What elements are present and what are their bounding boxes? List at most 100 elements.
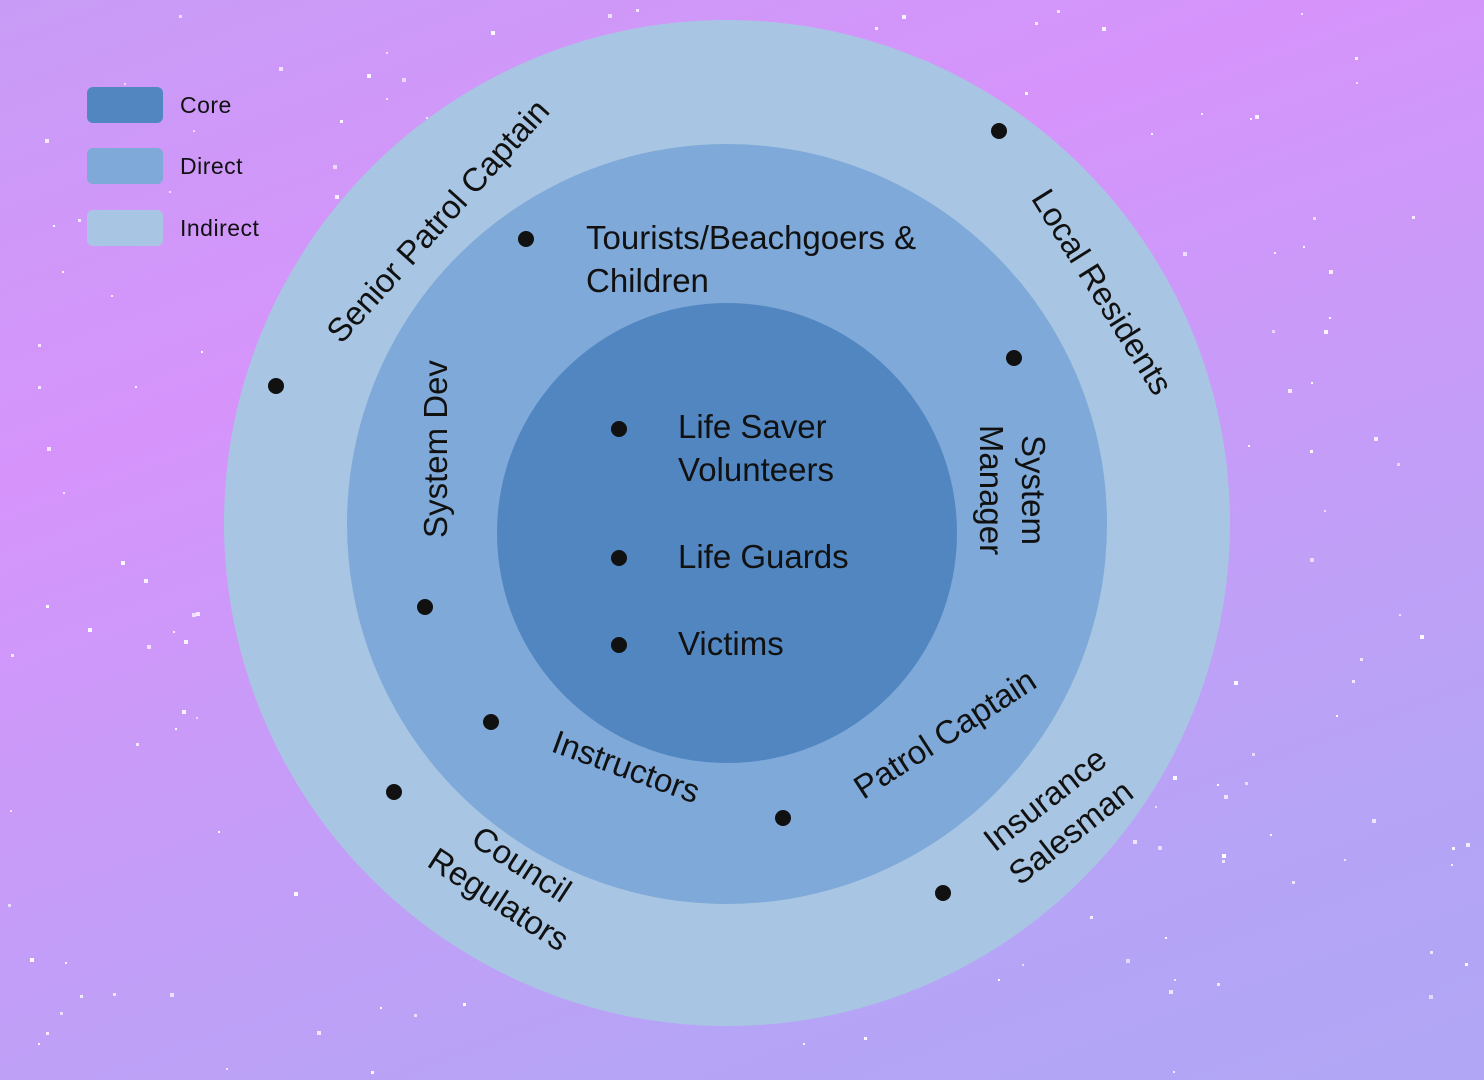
star-speck [111,295,113,297]
label-system-manager-line2: Manager [973,424,1010,556]
star-speck [201,351,203,353]
star-speck [1057,10,1060,13]
star-speck [386,98,388,100]
label-tourists-line2: Children [586,262,709,299]
star-speck [136,743,139,746]
star-speck [1248,445,1250,447]
star-speck [184,640,188,644]
star-speck [1336,715,1338,717]
legend-label-core: Core [180,92,232,118]
label-victims: Victims [678,625,784,662]
label-life-saver-line1: Life Saver [678,408,827,445]
star-speck [402,78,406,82]
star-speck [1412,216,1415,219]
star-speck [317,1031,321,1035]
star-speck [998,979,1000,981]
star-speck [1174,979,1176,981]
star-speck [53,225,55,227]
star-speck [65,962,67,964]
label-tourists-beachgoers-children: Tourists/Beachgoers & Children [586,216,916,302]
star-speck [1324,330,1328,334]
star-speck [1245,782,1248,785]
legend-swatch-indirect [87,210,163,246]
star-speck [88,628,92,632]
bullet-victims [611,637,627,653]
star-speck [1397,463,1400,466]
legend-label-direct: Direct [180,153,244,179]
star-speck [1173,776,1177,780]
star-speck [182,710,186,714]
star-speck [279,67,283,71]
star-speck [1310,450,1313,453]
star-speck [1255,115,1259,119]
star-speck [1344,859,1346,861]
star-speck [47,447,51,451]
label-life-guards: Life Guards [678,538,849,575]
star-speck [1430,951,1433,954]
star-speck [1126,959,1130,963]
star-speck [1360,658,1363,661]
star-speck [1352,680,1355,683]
star-speck [1329,270,1333,274]
star-speck [46,605,49,608]
star-speck [414,1014,417,1017]
star-speck [193,130,195,132]
star-speck [38,344,41,347]
bullet-system-manager [1006,350,1022,366]
star-speck [1292,881,1295,884]
star-speck [367,74,371,78]
label-tourists-line1: Tourists/Beachgoers & [586,219,917,256]
star-speck [1250,118,1252,120]
label-life-saver-line2: Volunteers [678,451,834,488]
star-speck [636,9,639,12]
star-speck [386,52,388,54]
bullet-system-dev [417,599,433,615]
star-speck [175,728,177,730]
star-speck [218,831,220,833]
star-speck [1217,784,1219,786]
label-system-manager-line1: System [1015,434,1052,546]
legend-swatch-direct [87,148,163,184]
star-speck [1222,860,1225,863]
star-speck [1173,1071,1175,1073]
star-speck [1303,246,1305,248]
legend-label-indirect: Indirect [180,215,260,241]
star-speck [1090,916,1093,919]
star-speck [144,579,148,583]
star-speck [30,958,34,962]
star-speck [1274,252,1276,254]
star-speck [1158,846,1162,850]
star-speck [1222,854,1226,858]
star-speck [1452,847,1455,850]
bullet-instructors [483,714,499,730]
star-speck [196,717,198,719]
star-speck [113,993,116,996]
star-speck [335,195,339,199]
star-speck [169,191,171,193]
bullet-local-residents [991,123,1007,139]
star-speck [121,561,125,565]
star-speck [380,1007,382,1009]
bullet-insurance-salesman [935,885,951,901]
star-speck [8,904,11,907]
bullet-life-saver [611,421,627,437]
star-speck [463,1003,466,1006]
star-speck [1329,317,1331,319]
star-speck [170,993,174,997]
star-speck [135,386,137,388]
star-speck [1201,113,1203,115]
star-speck [38,1043,40,1045]
star-speck [1252,753,1255,756]
star-speck [80,995,83,998]
star-speck [62,271,64,273]
star-speck [294,892,298,896]
star-speck [192,613,196,617]
star-speck [1420,635,1424,639]
star-speck [1451,864,1453,866]
star-speck [1133,840,1137,844]
star-speck [1165,937,1167,939]
star-speck [147,645,151,649]
star-speck [1025,92,1028,95]
star-speck [333,165,337,169]
star-speck [340,120,343,123]
